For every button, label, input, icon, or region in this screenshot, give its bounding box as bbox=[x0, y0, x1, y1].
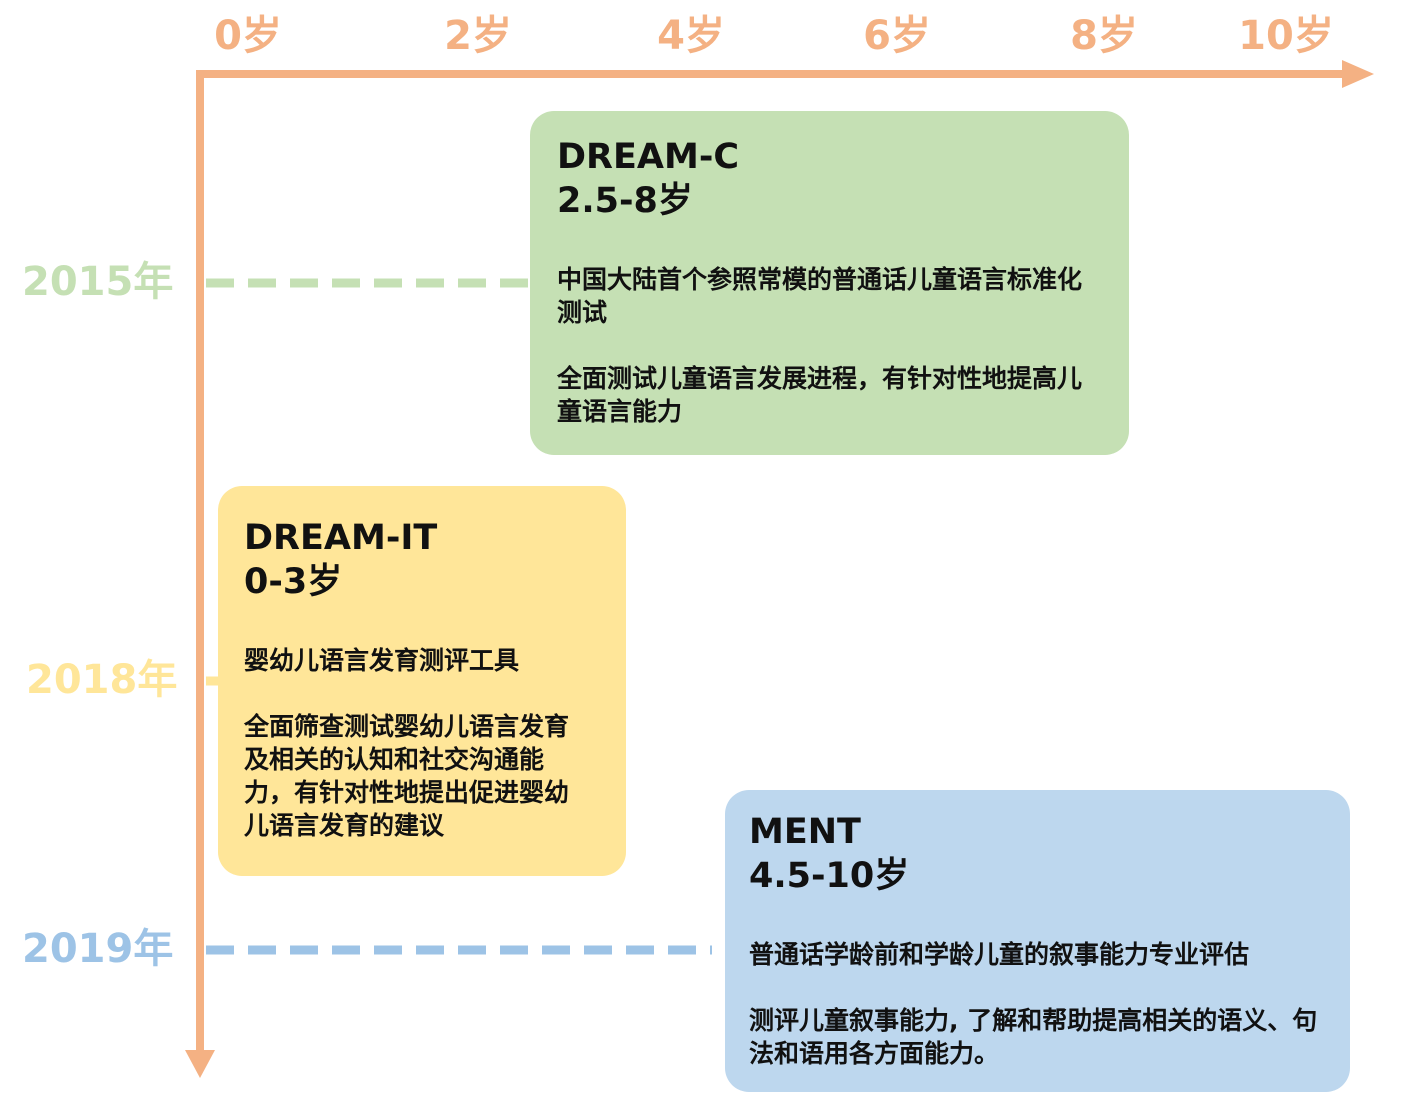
tool-card-dream-it: DREAM-IT 0-3岁 婴幼儿语言发育测评工具 全面筛查测试婴幼儿语言发育及… bbox=[218, 486, 626, 876]
age-label-8: 8岁 bbox=[1070, 13, 1138, 59]
tool-purpose: 测评儿童叙事能力, 了解和帮助提高相关的语义、句法和语用各方面能力。 bbox=[749, 1006, 1318, 1068]
year-label-2015: 2015年 bbox=[22, 259, 174, 305]
age-label-10: 10岁 bbox=[1238, 13, 1334, 59]
tool-card-dream-c: DREAM-C 2.5-8岁 中国大陆首个参照常模的普通话儿童语言标准化测试 全… bbox=[530, 111, 1129, 455]
age-label-0: 0岁 bbox=[214, 13, 282, 59]
tool-purpose: 全面测试儿童语言发展进程，有针对性地提高儿童语言能力 bbox=[557, 364, 1083, 426]
tool-name: DREAM-C bbox=[557, 137, 740, 177]
age-label-4: 4岁 bbox=[657, 13, 725, 59]
tool-age-range: 0-3岁 bbox=[244, 562, 343, 602]
age-axis-arrowhead bbox=[1342, 60, 1374, 88]
tool-card-ment: MENT 4.5-10岁 普通话学龄前和学龄儿童的叙事能力专业评估 测评儿童叙事… bbox=[725, 790, 1350, 1092]
year-label-2019: 2019年 bbox=[22, 926, 174, 972]
age-label-2: 2岁 bbox=[444, 13, 512, 59]
tool-age-range: 4.5-10岁 bbox=[749, 856, 910, 896]
year-label-2018: 2018年 bbox=[26, 657, 178, 703]
year-axis-arrowhead bbox=[185, 1050, 215, 1078]
tool-name: DREAM-IT bbox=[244, 518, 438, 558]
tool-summary: 婴幼儿语言发育测评工具 bbox=[244, 646, 520, 675]
tool-name: MENT bbox=[749, 812, 861, 852]
tool-age-range: 2.5-8岁 bbox=[557, 181, 693, 221]
age-label-6: 6岁 bbox=[863, 13, 931, 59]
tool-summary: 普通话学龄前和学龄儿童的叙事能力专业评估 bbox=[749, 940, 1250, 969]
tool-summary: 中国大陆首个参照常模的普通话儿童语言标准化测试 bbox=[557, 265, 1083, 327]
tool-purpose: 全面筛查测试婴幼儿语言发育及相关的认知和社交沟通能力，有针对性地提出促进婴幼儿语… bbox=[244, 712, 570, 840]
